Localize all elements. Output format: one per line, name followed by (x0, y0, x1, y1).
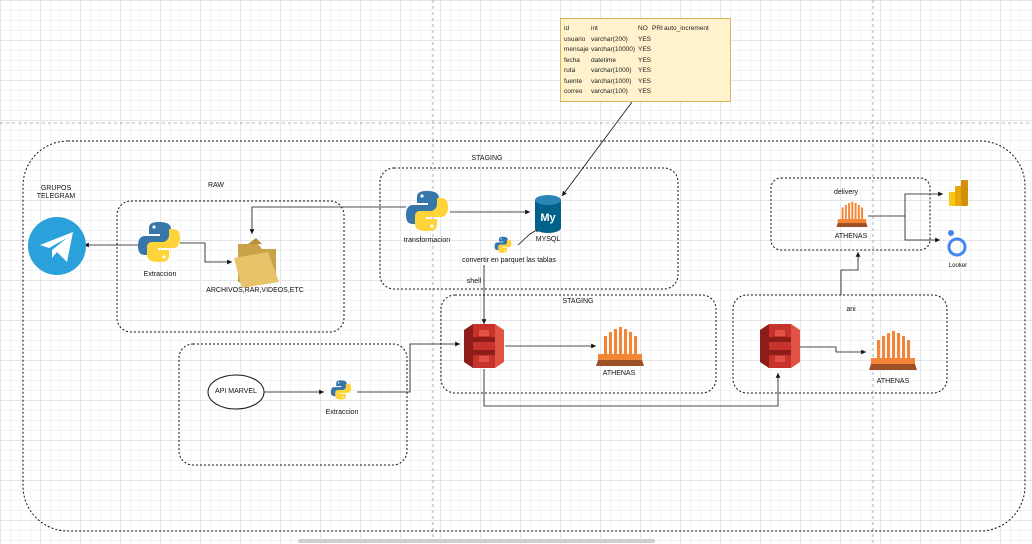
api-group (178, 343, 408, 466)
edge-extraccion-s3 (357, 341, 460, 393)
table-cell: mensaje (564, 46, 589, 53)
folder-icon (234, 238, 279, 288)
table-row: usuario varchar(200) YES (564, 35, 727, 46)
table-cell: PRI (652, 25, 663, 32)
horizontal-scrollbar[interactable] (298, 539, 655, 543)
archivos-label: ARCHIVOS,RAR,VIDEOS,ETC (206, 287, 304, 294)
table-row: fecha datetime YES (564, 56, 727, 67)
table-cell: YES (638, 88, 652, 95)
athenas-ani-label: ATHENAS (876, 378, 910, 385)
python-icon-convertir (494, 236, 512, 253)
python-icon-extraccion (138, 222, 180, 262)
convertir-label: convertir en parquet las tablas (462, 257, 556, 264)
table-cell: datetime (591, 56, 616, 64)
power-bi-icon (949, 180, 968, 206)
table-cell: YES (638, 46, 652, 53)
svg-text:My: My (540, 212, 556, 224)
s3-bucket-icon-staging (464, 324, 504, 368)
table-cell: varchar(200) (591, 35, 628, 43)
mysql-label: MYSQL (535, 236, 561, 243)
extraccion-label-top: Extraccion (143, 271, 177, 278)
athenas-mid-label: ATHENAS (602, 370, 636, 377)
table-cell: int (591, 25, 598, 32)
telegram-icon (28, 217, 86, 275)
telegram-label-line1: GRUPOS (40, 185, 72, 192)
table-cell: fuente (564, 77, 583, 85)
table-cell: fecha (564, 56, 580, 64)
edge-athenas-powerbi (868, 191, 943, 217)
mysql-icon: My (535, 195, 561, 233)
transformacion-label: transformacion (403, 237, 451, 244)
table-cell: ruta (564, 67, 576, 74)
telegram-label-line2: TELEGRAM (36, 193, 76, 200)
s3-bucket-icon-ani (760, 324, 800, 368)
raw-group (116, 200, 345, 333)
extraccion-label-bottom: Extraccion (325, 409, 359, 416)
edge-transformacion-archivos (249, 206, 406, 234)
edge-extraccion-archivos (180, 242, 232, 265)
table-cell: varchar(1000) (591, 77, 632, 85)
table-cell: YES (638, 56, 652, 64)
table-row: correo varchar(100) YES (564, 87, 727, 98)
delivery-group (770, 177, 931, 251)
looker-label: Looker (948, 263, 968, 269)
table-cell: YES (638, 67, 652, 74)
ani-group (732, 294, 948, 394)
python-icon-api (330, 380, 352, 400)
athenas-delivery-label: ATHENAS (834, 233, 868, 240)
table-cell: YES (638, 35, 652, 43)
table-row: ruta varchar(1000) YES (564, 66, 727, 77)
table-cell: correo (564, 88, 583, 95)
python-icon-transformacion (406, 191, 448, 231)
table-cell: varchar(100) (591, 88, 628, 95)
table-cell: varchar(1000) (591, 67, 632, 74)
ani-title: ani (846, 306, 856, 313)
table-row: fuente varchar(1000) YES (564, 77, 727, 88)
table-cell: auto_increment (664, 25, 709, 32)
edge-s3ani-athenas (800, 346, 866, 355)
athena-icon-staging (596, 327, 644, 366)
staging-top-group (379, 167, 679, 290)
athena-icon-ani (869, 331, 917, 370)
edge-table-mysql (561, 101, 633, 197)
edge-s3-s3ani (483, 369, 781, 407)
raw-title: RAW (207, 182, 225, 189)
looker-icon (947, 230, 967, 257)
athena-icon-delivery (836, 201, 868, 227)
staging-mid-title: STAGING (562, 298, 594, 305)
table-cell: usuario (564, 35, 586, 43)
table-cell: varchar(10000) (591, 46, 636, 53)
staging-top-title: STAGING (471, 155, 503, 162)
api-marvel-label: API MARVEL (215, 388, 257, 395)
edge-ani-delivery (840, 252, 861, 295)
outer-container (22, 140, 1026, 532)
edge-athenas-looker (904, 216, 940, 243)
table-cell: id (564, 25, 570, 32)
shell-label: shell (466, 278, 482, 285)
delivery-title: delivery (833, 189, 859, 196)
table-cell: NO (638, 25, 648, 32)
table-cell: YES (638, 77, 652, 85)
